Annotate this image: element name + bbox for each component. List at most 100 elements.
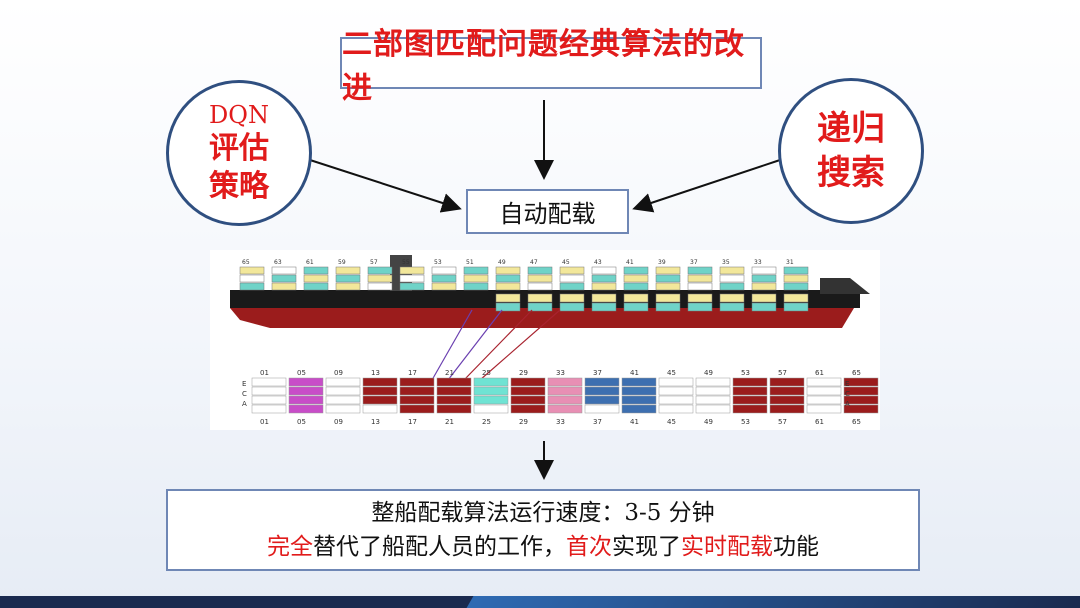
- stowage-link-line: [463, 309, 533, 381]
- plan-label-top: 29: [519, 369, 528, 377]
- hold-container: [751, 302, 777, 312]
- bay-plan-cell: [510, 395, 546, 405]
- recursive-search-circle: 递归 搜索: [778, 78, 924, 224]
- bay-plan-cell: [658, 377, 694, 387]
- bay-plan-cell: [473, 377, 509, 387]
- deck-container: [783, 282, 809, 291]
- bay-plan-cell: [695, 404, 731, 414]
- bay-plan-cell: [621, 404, 657, 414]
- plan-label-bottom: 61: [815, 418, 824, 426]
- deck-container: [463, 274, 489, 283]
- bay-plan-cell: [843, 395, 879, 405]
- deck-container: [687, 274, 713, 283]
- bay-plan-cell: [732, 386, 768, 396]
- plan-label-top: 33: [556, 369, 565, 377]
- plan-label-top: 65: [852, 369, 861, 377]
- bay-plan-cell: [473, 404, 509, 414]
- bay-number: 35: [722, 259, 730, 266]
- bay-number: 61: [306, 259, 314, 266]
- bay-plan-cell: [399, 395, 435, 405]
- bay-plan-cell: [251, 377, 287, 387]
- bay-plan-cell: [288, 404, 324, 414]
- plan-label-bottom: 45: [667, 418, 676, 426]
- deck-container: [239, 282, 265, 291]
- deck-container: [655, 282, 681, 291]
- bay-plan-cell: [436, 386, 472, 396]
- hold-container: [719, 293, 745, 303]
- result-achievement-line: 完全替代了船配人员的工作，首次实现了实时配载功能: [267, 530, 819, 564]
- bay-plan-cell: [621, 395, 657, 405]
- dqn-label: DQN: [209, 101, 269, 129]
- plan-label-bottom: 17: [408, 418, 417, 426]
- deck-container: [623, 274, 649, 283]
- deck-container: [559, 266, 585, 275]
- deck-container: [591, 282, 617, 291]
- plan-label-top: 05: [297, 369, 306, 377]
- dqn-circle: DQN 评估 策略: [166, 80, 312, 226]
- bay-plan-cell: [325, 395, 361, 405]
- deck-container: [399, 266, 425, 275]
- bay-plan-cell: [584, 395, 620, 405]
- plan-label-bottom: 53: [741, 418, 750, 426]
- plan-label-bottom: 41: [630, 418, 639, 426]
- bay-plan-cell: [288, 395, 324, 405]
- bay-plan-cell: [473, 395, 509, 405]
- plan-label-bottom: 21: [445, 418, 454, 426]
- result-segment: 功能: [773, 534, 819, 560]
- arrow-right-to-center: [632, 159, 781, 213]
- bay-plan-cell: [584, 404, 620, 414]
- bay-plan-cell: [399, 386, 435, 396]
- bay-number: 65: [242, 259, 250, 266]
- bay-plan-cell: [399, 404, 435, 414]
- deck-container: [591, 266, 617, 275]
- bay-plan-cell: [695, 386, 731, 396]
- bay-plan-cell: [658, 395, 694, 405]
- plan-label-top: 61: [815, 369, 824, 377]
- deck-container: [495, 282, 521, 291]
- deck-container: [719, 266, 745, 275]
- deck-container: [591, 274, 617, 283]
- bay-plan-cell: [362, 386, 398, 396]
- bay-plan-cell: [769, 404, 805, 414]
- plan-label-bottom: 13: [371, 418, 380, 426]
- deck-container: [495, 274, 521, 283]
- bay-plan-cell: [806, 377, 842, 387]
- hold-container: [591, 302, 617, 312]
- bay-number: 33: [754, 259, 762, 266]
- bay-plan-cell: [288, 377, 324, 387]
- plan-label-top: 37: [593, 369, 602, 377]
- plan-label-bottom: 29: [519, 418, 528, 426]
- plan-label-top: 57: [778, 369, 787, 377]
- bay-plan-cell: [510, 386, 546, 396]
- bay-plan-cell: [251, 395, 287, 405]
- bay-plan-cell: [769, 377, 805, 387]
- plan-label-bottom: 25: [482, 418, 491, 426]
- bay-number: 51: [466, 259, 474, 266]
- hold-container: [655, 302, 681, 312]
- row-label-right: A: [845, 400, 850, 408]
- deck-container: [367, 282, 393, 291]
- arrow-left-to-center: [309, 159, 462, 213]
- deck-container: [431, 282, 457, 291]
- bay-plan-cell: [436, 395, 472, 405]
- deck-container: [303, 282, 329, 291]
- bay-plan-cell: [584, 386, 620, 396]
- bay-number: 45: [562, 259, 570, 266]
- bay-plan-cell: [584, 377, 620, 387]
- hold-container: [623, 293, 649, 303]
- dqn-line3: 策略: [209, 169, 269, 204]
- result-segment: 完全: [267, 534, 313, 560]
- bay-plan-cell: [806, 386, 842, 396]
- result-speed-line: 整船配载算法运行速度：3-5 分钟: [371, 500, 715, 526]
- bay-plan-cell: [843, 386, 879, 396]
- stowage-link-line: [431, 309, 473, 381]
- bay-plan-cell: [325, 386, 361, 396]
- deck-container: [719, 282, 745, 291]
- bay-plan-cell: [436, 404, 472, 414]
- deck-container: [559, 274, 585, 283]
- stowage-link-line: [479, 309, 561, 381]
- plan-label-bottom: 49: [704, 418, 713, 426]
- recursive-line1: 递归: [817, 109, 885, 149]
- deck-container: [335, 266, 361, 275]
